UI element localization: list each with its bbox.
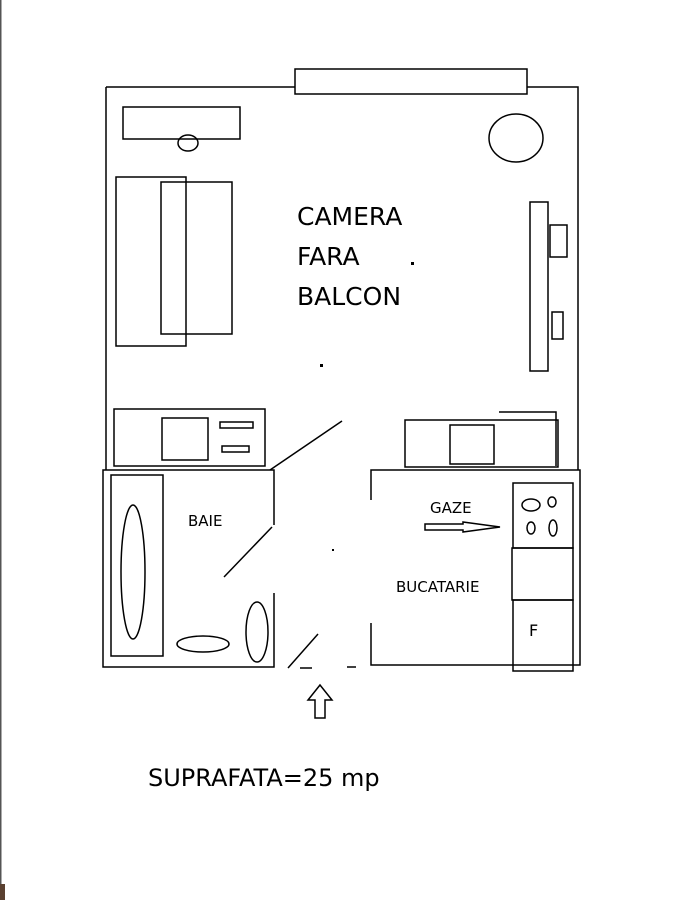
burner bbox=[548, 519, 558, 537]
bed bbox=[115, 176, 187, 347]
window bbox=[294, 68, 528, 95]
fridge bbox=[512, 599, 574, 672]
bathroom-door bbox=[223, 526, 273, 578]
bathtub bbox=[110, 474, 164, 657]
wall-unit-shelf bbox=[551, 311, 564, 340]
fridge-label: F bbox=[529, 621, 538, 640]
kitchen-label: BUCATARIE bbox=[396, 578, 479, 596]
cabinet-slot bbox=[219, 421, 254, 429]
room-label-line-1: CAMERA bbox=[297, 202, 402, 231]
stove bbox=[512, 482, 574, 549]
desk bbox=[122, 106, 241, 140]
left-edge bbox=[0, 0, 2, 900]
wall-unit-shelf bbox=[549, 224, 568, 258]
cabinet-edge bbox=[499, 411, 557, 466]
bathroom-wall bbox=[102, 469, 275, 668]
door-swing bbox=[269, 420, 343, 471]
entrance-door bbox=[287, 633, 319, 669]
kitchen-wall bbox=[370, 469, 581, 666]
sink bbox=[176, 635, 230, 653]
burner bbox=[521, 498, 541, 512]
cabinet-slot bbox=[221, 445, 250, 453]
bathroom-label: BAIE bbox=[188, 512, 222, 530]
right-cabinet bbox=[404, 419, 559, 468]
wall-unit bbox=[529, 201, 549, 372]
dot bbox=[320, 364, 323, 367]
room-label-line-2: FARA bbox=[297, 242, 360, 271]
toilet bbox=[245, 601, 269, 663]
left-cabinet bbox=[113, 408, 266, 467]
cabinet-box bbox=[161, 417, 209, 461]
bed-cover bbox=[160, 181, 233, 335]
round-table bbox=[488, 113, 544, 163]
gas-arrow-icon bbox=[424, 521, 501, 533]
chair bbox=[177, 134, 199, 152]
dot bbox=[332, 549, 334, 551]
outer-wall bbox=[105, 86, 579, 470]
bathtub-basin bbox=[120, 504, 146, 640]
corner-mark bbox=[0, 884, 5, 900]
burner bbox=[526, 521, 536, 535]
area-label: SUPRAFATA=25 mp bbox=[148, 764, 380, 792]
counter bbox=[511, 547, 574, 601]
cabinet-box bbox=[449, 424, 495, 465]
entrance-arrow-icon bbox=[306, 683, 334, 719]
dot bbox=[411, 262, 414, 265]
burner bbox=[547, 496, 557, 508]
gas-label: GAZE bbox=[430, 499, 472, 517]
room-label-line-3: BALCON bbox=[297, 282, 401, 311]
